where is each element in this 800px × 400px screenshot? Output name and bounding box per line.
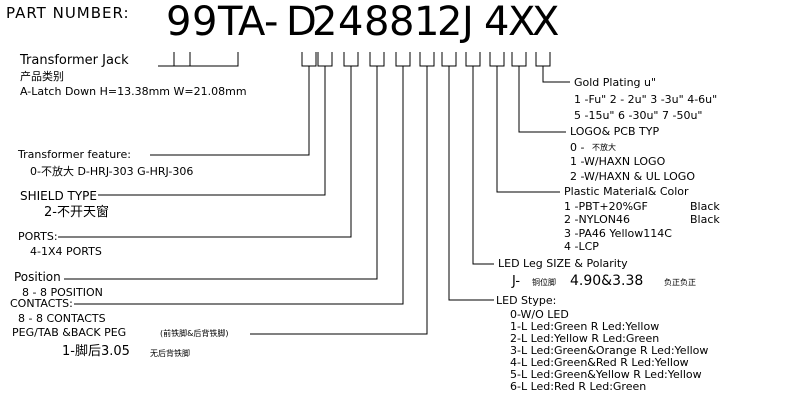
leader-led-type bbox=[448, 66, 494, 301]
logo-line1: 1 -W/HAXN LOGO bbox=[570, 155, 666, 168]
led-leg-prefix: J- bbox=[512, 274, 521, 289]
code-char: - bbox=[264, 0, 279, 45]
code-char: 4 bbox=[338, 0, 364, 45]
bracket-1 bbox=[419, 52, 435, 67]
led-leg-value: 4.90&3.38 bbox=[570, 273, 644, 289]
peg-value-cn: 无后背铁脚 bbox=[150, 349, 190, 358]
led-leg-cn: 铜位脚 bbox=[532, 278, 556, 287]
logo-line0: 0 - bbox=[570, 141, 585, 154]
led-type-item: 3-L Led:Green&Orange R Led:Yellow bbox=[510, 344, 709, 357]
contacts-title: CONTACTS: bbox=[10, 297, 73, 310]
transformer-jack-title: Transformer Jack bbox=[20, 53, 129, 68]
position-value: 8 - 8 POSITION bbox=[22, 286, 103, 299]
bracket-4b bbox=[489, 52, 505, 67]
code-char: J bbox=[462, 0, 474, 45]
bracket-8b bbox=[395, 52, 411, 67]
plastic-row: 1 -PBT+20%GF bbox=[564, 200, 648, 213]
code-char: 2 bbox=[437, 0, 463, 45]
latch-spec: A-Latch Down H=13.38mm W=21.08mm bbox=[20, 85, 247, 98]
gold-title: Gold Plating u" bbox=[574, 76, 657, 89]
plastic-row: 3 -PA46 Yellow114C bbox=[564, 227, 672, 240]
code-char: 9 bbox=[192, 0, 218, 45]
leader-contacts bbox=[74, 66, 404, 305]
led-type-title: LED Stype: bbox=[496, 294, 557, 307]
leader-plastic bbox=[496, 66, 560, 193]
led-leg-cn2: 负正负正 bbox=[664, 278, 696, 287]
leader-shield bbox=[98, 66, 326, 196]
feature-values: 0-不放大 D-HRJ-303 G-HRJ-306 bbox=[30, 165, 194, 178]
code-char: 1 bbox=[414, 0, 440, 45]
bracket-x1 bbox=[511, 52, 527, 67]
position-title: Position bbox=[14, 270, 61, 284]
part-number-label: PART NUMBER: bbox=[6, 4, 130, 22]
leader-position bbox=[64, 66, 378, 280]
bracket-8a bbox=[369, 52, 385, 67]
logo-line0-cn: 不放大 bbox=[592, 143, 616, 152]
led-type-item: 6-L Led:Red R Led:Green bbox=[510, 380, 647, 393]
plastic-color: Black bbox=[690, 213, 720, 226]
code-char: 4 bbox=[484, 0, 510, 45]
leader-peg bbox=[250, 66, 428, 335]
leader-logo bbox=[518, 66, 566, 133]
feature-title: Transformer feature: bbox=[18, 148, 131, 161]
bracket-d bbox=[301, 52, 317, 67]
logo-line2: 2 -W/HAXN & UL LOGO bbox=[570, 170, 695, 183]
code-char: 9 bbox=[166, 0, 192, 45]
ports-title: PORTS: bbox=[18, 230, 58, 243]
led-type-item: 0-W/O LED bbox=[510, 308, 569, 321]
gold-line1: 1 -Fu" 2 - 2u" 3 -3u" 4-6u" bbox=[574, 93, 718, 106]
code-char: A bbox=[238, 0, 266, 45]
leader-feature bbox=[150, 66, 310, 156]
led-type-item: 5-L Led:Green&Yellow R Led:Yellow bbox=[510, 368, 702, 381]
code-char: X bbox=[532, 0, 560, 45]
shield-title: SHIELD TYPE bbox=[20, 189, 97, 203]
peg-value: 1-脚后3.05 bbox=[62, 344, 130, 359]
leader-led-leg bbox=[472, 66, 494, 265]
leader-latch bbox=[200, 52, 239, 67]
code-char: T bbox=[218, 0, 243, 45]
shield-value: 2-不开天窗 bbox=[44, 205, 109, 220]
bracket-4 bbox=[343, 52, 359, 67]
peg-title-cn: (前铁脚&后背铁脚) bbox=[160, 329, 229, 338]
code-char: X bbox=[508, 0, 536, 45]
leader-ports bbox=[58, 66, 352, 238]
bracket-j bbox=[465, 52, 481, 67]
led-leg-title: LED Leg SIZE & Polarity bbox=[498, 257, 628, 270]
code-char: 8 bbox=[364, 0, 390, 45]
logo-title: LOGO& PCB TYP bbox=[570, 125, 660, 138]
led-type-item: 1-L Led:Green R Led:Yellow bbox=[510, 320, 660, 333]
code-char: D bbox=[286, 0, 317, 45]
code-char: 2 bbox=[312, 0, 338, 45]
bracket-x2 bbox=[535, 52, 551, 67]
plastic-row: 2 -NYLON46 bbox=[564, 213, 631, 226]
bracket-jack bbox=[173, 52, 239, 67]
peg-title: PEG/TAB &BACK PEG bbox=[12, 326, 127, 339]
plastic-title: Plastic Material& Color bbox=[564, 185, 689, 198]
leader-gold bbox=[542, 66, 570, 83]
led-type-item: 2-L Led:Yellow R Led:Green bbox=[510, 332, 660, 345]
bracket-2b bbox=[441, 52, 457, 67]
bracket-2 bbox=[317, 52, 333, 67]
plastic-color: Black bbox=[690, 200, 720, 213]
category-cn: 产品类别 bbox=[20, 70, 64, 83]
contacts-value: 8 - 8 CONTACTS bbox=[18, 312, 106, 325]
ports-value: 4-1X4 PORTS bbox=[30, 245, 102, 258]
code-char: 8 bbox=[389, 0, 415, 45]
led-type-item: 4-L Led:Green&Red R Led:Yellow bbox=[510, 356, 689, 369]
plastic-row: 4 -LCP bbox=[564, 240, 599, 253]
gold-line2: 5 -15u" 6 -30u" 7 -50u" bbox=[574, 109, 703, 122]
